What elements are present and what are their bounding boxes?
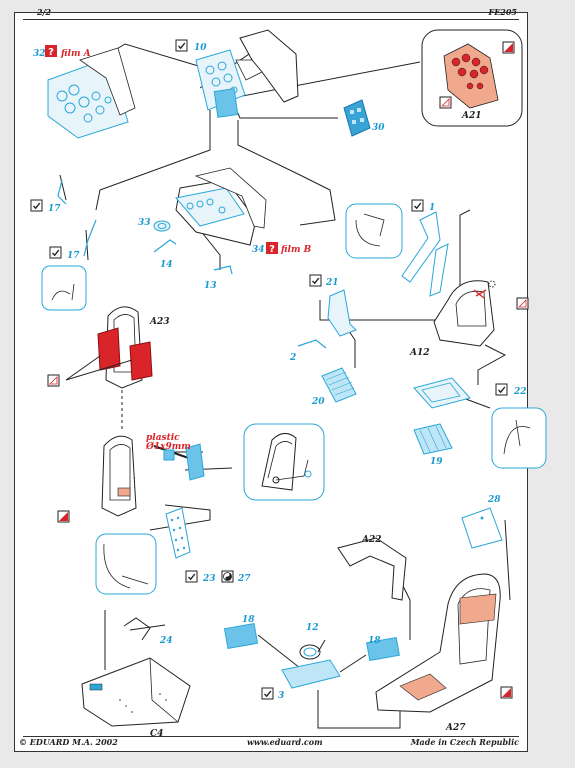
part-label-24: 24	[159, 636, 173, 646]
part-label-21: 21	[325, 278, 339, 288]
part-12-ring	[299, 644, 321, 660]
part-label-34: 34	[252, 245, 265, 255]
part-label-3: 3	[278, 691, 284, 701]
detail-bubble-22	[491, 407, 547, 469]
part-label-14: 14	[160, 260, 173, 270]
footer-rule	[23, 736, 519, 737]
part-30-side-panel-etch	[343, 99, 371, 137]
svg-text:?: ?	[269, 244, 275, 255]
kit-part-a23: A23	[149, 317, 170, 327]
page-number: 2/2	[37, 7, 52, 17]
pale-paint-symbol-a21	[439, 96, 452, 109]
check-symbol-21	[309, 274, 322, 287]
part-1-seat-belts	[401, 211, 449, 297]
part-22-frame	[413, 377, 471, 409]
check-symbol-10	[175, 39, 188, 52]
seat-back-a23	[97, 306, 153, 389]
film-a-question-badge: ?	[45, 45, 57, 58]
part-label-2: 2	[289, 353, 296, 363]
part-label-17a: 17	[48, 204, 61, 214]
film-b-question-badge: ?	[266, 242, 278, 255]
part-label-30: 30	[372, 123, 385, 133]
part-2-lever	[297, 339, 327, 349]
part-label-17b: 17	[67, 251, 80, 261]
part-32-instrument-panel-film	[47, 47, 136, 139]
check-symbol-1	[411, 199, 424, 212]
part-label-22: 22	[513, 387, 527, 397]
check-symbol-17b	[49, 246, 62, 259]
part-label-32: 32	[33, 49, 46, 59]
part-33-knob	[153, 220, 171, 232]
red-paint-symbol-lower	[57, 510, 70, 523]
part-label-20: 20	[311, 397, 325, 407]
part-3-plate	[281, 659, 341, 689]
red-paint-symbol-a21	[502, 41, 515, 54]
plastic-label: plastic	[146, 433, 180, 443]
part-28-headrest-etch	[461, 507, 503, 549]
plastic-rod-parts	[153, 443, 205, 481]
red-paint-symbol-a27	[500, 686, 513, 699]
kit-part-a21: A21	[461, 111, 482, 121]
seat-a27	[375, 573, 501, 713]
rod-size-label: Ø1x9mm	[145, 441, 191, 452]
part-label-19: 19	[430, 457, 443, 467]
product-code: FE205	[488, 7, 517, 17]
part-24-clip	[123, 617, 151, 641]
detail-bubble-23	[95, 533, 157, 595]
part-18-right-mesh	[366, 636, 400, 662]
part-label-33: 33	[138, 218, 151, 228]
part-label-13: 13	[204, 281, 217, 291]
check-symbol-23	[185, 570, 198, 583]
perforated-panel-part	[165, 507, 191, 559]
header-rule	[23, 19, 519, 20]
part-label-18a: 18	[242, 615, 255, 625]
part-label-27: 27	[237, 574, 251, 584]
pale-paint-symbol-a23	[47, 374, 60, 387]
kit-part-c4: C4	[150, 729, 163, 739]
part-19-mesh	[413, 423, 453, 455]
part-34-side-console-film	[175, 167, 267, 246]
part-label-10: 10	[194, 43, 207, 53]
top-panel-outline	[235, 29, 299, 103]
part-label-18b: 18	[368, 636, 381, 646]
small-lever-parts	[57, 179, 233, 275]
part-21-bracket	[327, 289, 357, 337]
part-label-1: 1	[429, 203, 435, 213]
part-20-mesh	[321, 367, 357, 403]
website-text: www.eduard.com	[247, 737, 323, 747]
pale-paint-symbol-a12	[516, 297, 529, 310]
film-a-label: film A	[60, 49, 91, 59]
cockpit-tub-c4	[81, 657, 191, 727]
part-a22-frame	[337, 537, 407, 601]
film-b-label: film B	[280, 245, 312, 255]
part-label-23: 23	[202, 574, 216, 584]
kit-part-a22: A22	[361, 535, 382, 545]
check-symbol-3	[261, 687, 274, 700]
detail-bubble-rod	[243, 423, 325, 501]
part-10-instrument-panel-etch	[195, 49, 246, 118]
part-label-12: 12	[306, 623, 319, 633]
made-in-text: Made in Czech Republic	[410, 737, 519, 747]
part-18-left-mesh	[223, 622, 259, 650]
check-symbol-17a	[30, 199, 43, 212]
seat-a12	[433, 280, 496, 347]
detail-bubble-1	[345, 203, 403, 259]
detail-bubble-17	[41, 265, 87, 311]
kit-part-a27: A27	[445, 723, 466, 733]
yin-yang-symbol-27	[221, 570, 234, 583]
part-label-28: 28	[487, 495, 501, 505]
seat-back-lower	[101, 435, 137, 517]
svg-text:?: ?	[48, 47, 54, 58]
check-symbol-22	[495, 383, 508, 396]
copyright-text: © EDUARD M.A. 2002	[19, 737, 118, 747]
kit-part-a12: A12	[409, 348, 430, 358]
